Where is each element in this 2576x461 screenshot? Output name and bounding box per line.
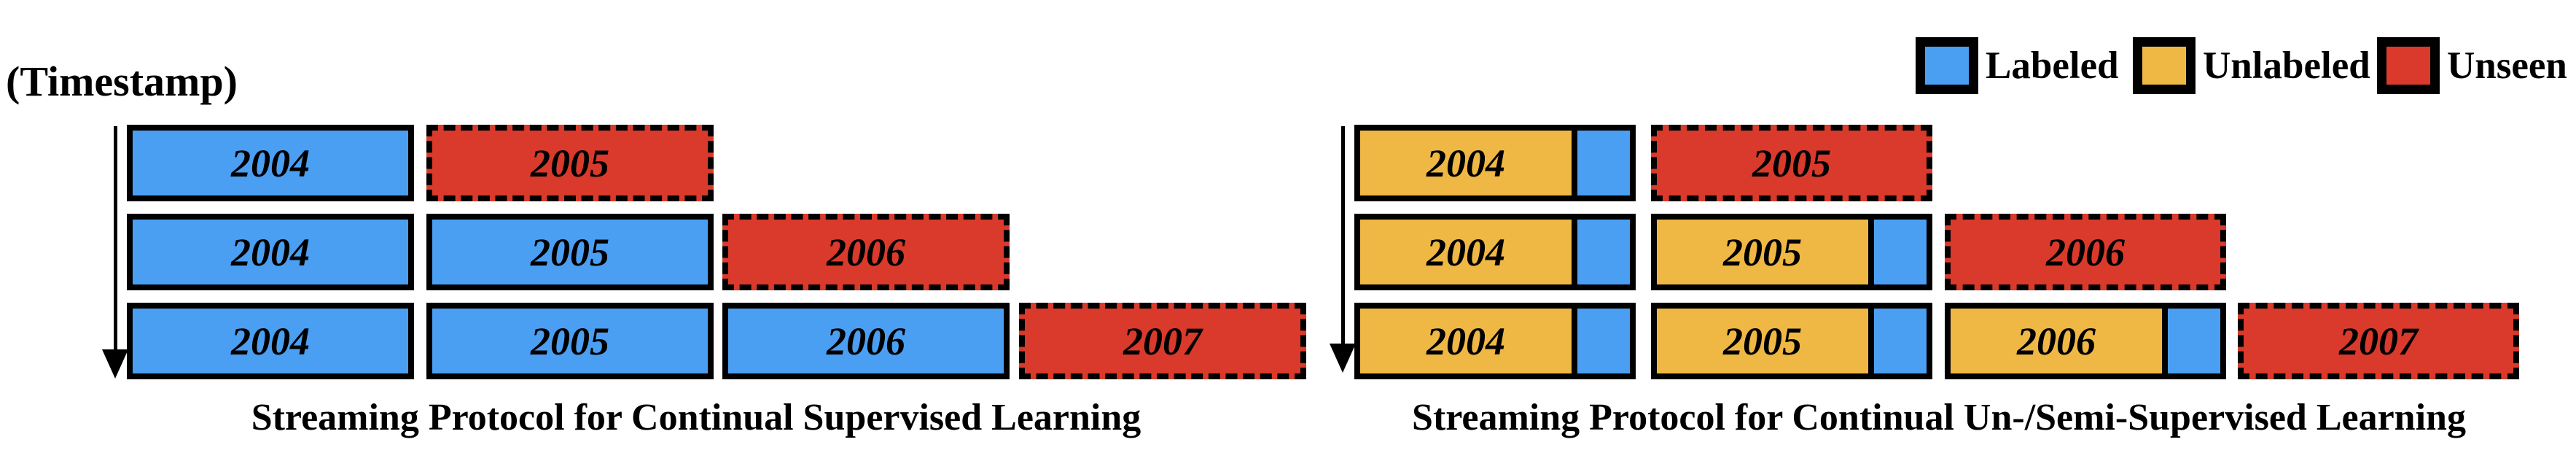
right-panel-caption: Streaming Protocol for Continual Un-/Sem… — [1412, 397, 2466, 438]
labeled-segment — [1577, 309, 1630, 373]
arrow-head — [1330, 344, 1356, 373]
arrow-line — [1341, 126, 1345, 351]
unlabeled-segment: 2004 — [1360, 309, 1572, 373]
segment-divider — [2162, 309, 2168, 373]
arrow-head — [102, 349, 128, 379]
year-box-labeled-2004: 2004 — [127, 303, 414, 379]
year-label: 2005 — [531, 141, 609, 185]
unlabeled-segment: 2004 — [1360, 220, 1572, 284]
year-label: 2005 — [1723, 230, 1802, 274]
legend-item-unseen: Unseen — [2377, 36, 2567, 95]
year-label: 2005 — [1752, 141, 1831, 185]
unlabeled-segment: 2005 — [1657, 220, 1868, 284]
segment-divider — [1868, 309, 1874, 373]
labeled-swatch-icon — [1916, 37, 1978, 94]
unlabeled-swatch-icon — [2133, 37, 2196, 94]
year-label: 2006 — [2046, 230, 2125, 274]
year-box-semi-2004: 2004 — [1354, 303, 1636, 379]
year-label: 2004 — [231, 230, 310, 274]
legend-label: Unseen — [2447, 44, 2567, 87]
unseen-swatch-icon — [2377, 37, 2440, 94]
timeline-arrow-right-icon — [1330, 126, 1356, 373]
year-label: 2006 — [827, 230, 905, 274]
year-box-unseen-2005: 2005 — [1651, 125, 1932, 201]
segment-divider — [1572, 131, 1577, 195]
year-label: 2005 — [531, 319, 609, 363]
year-box-labeled-2004: 2004 — [127, 125, 414, 201]
year-box-semi-2005: 2005 — [1651, 303, 1932, 379]
legend-item-unlabeled: Unlabeled — [2133, 36, 2370, 95]
left-panel-caption: Streaming Protocol for Continual Supervi… — [251, 397, 1141, 438]
year-label: 2006 — [2017, 319, 2096, 363]
year-label: 2004 — [231, 141, 310, 185]
legend-label: Labeled — [1986, 44, 2119, 87]
legend-item-labeled: Labeled — [1916, 36, 2119, 95]
year-box-unseen-2006: 2006 — [722, 214, 1010, 290]
year-label: 2004 — [1426, 319, 1505, 363]
segment-divider — [1572, 220, 1577, 284]
year-label: 2005 — [1723, 319, 1802, 363]
year-box-semi-2004: 2004 — [1354, 125, 1636, 201]
year-box-semi-2005: 2005 — [1651, 214, 1932, 290]
timeline-arrow-left-icon — [102, 126, 128, 379]
unlabeled-segment: 2006 — [1951, 309, 2162, 373]
year-box-labeled-2004: 2004 — [127, 214, 414, 290]
year-box-unseen-2006: 2006 — [1945, 214, 2226, 290]
year-box-labeled-2005: 2005 — [426, 303, 714, 379]
year-label: 2005 — [531, 230, 609, 274]
labeled-segment — [1577, 131, 1630, 195]
labeled-segment — [2168, 309, 2220, 373]
segment-divider — [1572, 309, 1577, 373]
year-label: 2004 — [1426, 141, 1505, 185]
year-box-unseen-2007: 2007 — [2238, 303, 2519, 379]
year-label: 2006 — [827, 319, 905, 363]
unlabeled-segment: 2005 — [1657, 309, 1868, 373]
year-label: 2004 — [231, 319, 310, 363]
year-box-semi-2004: 2004 — [1354, 214, 1636, 290]
labeled-segment — [1874, 220, 1927, 284]
year-box-labeled-2006: 2006 — [722, 303, 1010, 379]
year-label: 2007 — [1123, 319, 1202, 363]
unlabeled-segment: 2004 — [1360, 131, 1572, 195]
year-box-semi-2006: 2006 — [1945, 303, 2226, 379]
year-box-labeled-2005: 2005 — [426, 214, 714, 290]
segment-divider — [1868, 220, 1874, 284]
legend-label: Unlabeled — [2203, 44, 2370, 87]
year-box-unseen-2005: 2005 — [426, 125, 714, 201]
year-label: 2007 — [2339, 319, 2418, 363]
year-label: 2004 — [1426, 230, 1505, 274]
year-box-unseen-2007: 2007 — [1019, 303, 1306, 379]
arrow-line — [114, 126, 117, 357]
labeled-segment — [1874, 309, 1927, 373]
labeled-segment — [1577, 220, 1630, 284]
timestamp-label: (Timestamp) — [6, 58, 238, 105]
